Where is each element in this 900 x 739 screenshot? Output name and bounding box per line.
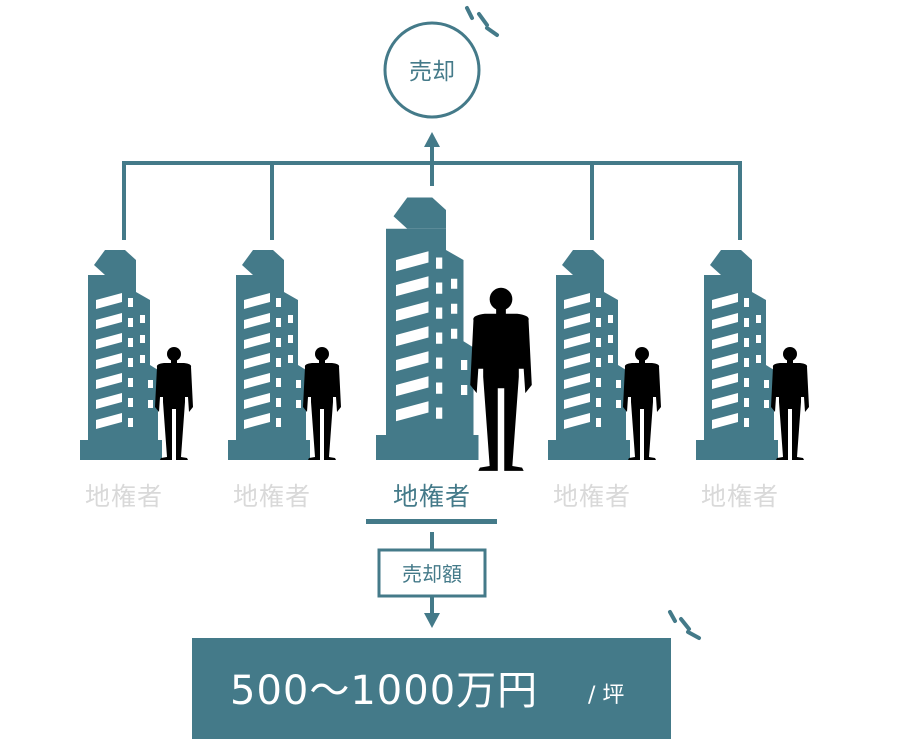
building-icon bbox=[80, 250, 162, 460]
owner-group-4: 地権者 bbox=[548, 250, 661, 511]
sale-amount-label: 売却額 bbox=[402, 562, 462, 586]
active-underline bbox=[366, 519, 497, 524]
price-banner: 500～1000万円 / 坪 bbox=[192, 638, 671, 739]
building-icon bbox=[696, 250, 778, 460]
owner-group-5: 地権者 bbox=[696, 250, 809, 511]
price-value: 500～1000万円 bbox=[230, 668, 538, 714]
owner-group-2: 地権者 bbox=[228, 250, 341, 511]
emphasis-lines-icon bbox=[465, 6, 499, 37]
building-icon bbox=[228, 250, 310, 460]
connector-lines bbox=[122, 146, 742, 240]
person-silhouette-icon bbox=[470, 287, 532, 471]
arrow-down-icon bbox=[424, 613, 440, 628]
owner-label: 地権者 bbox=[701, 482, 779, 511]
sale-circle-label: 売却 bbox=[409, 59, 455, 85]
owner-label: 地権者 bbox=[233, 482, 311, 511]
building-icon bbox=[548, 250, 630, 460]
owner-label: 地権者 bbox=[393, 482, 471, 511]
owner-label: 地権者 bbox=[553, 482, 631, 511]
building-icon bbox=[376, 197, 479, 460]
owner-label: 地権者 bbox=[85, 482, 163, 511]
sale-amount-box: 売却額 bbox=[377, 548, 487, 598]
arrow-up-icon bbox=[424, 132, 440, 147]
owner-group-1: 地権者 bbox=[80, 250, 193, 511]
emphasis-lines-icon bbox=[668, 610, 701, 640]
price-unit: / 坪 bbox=[588, 683, 624, 708]
sale-circle: 売却 bbox=[383, 21, 481, 119]
owner-group-3: 地権者 bbox=[366, 197, 532, 524]
